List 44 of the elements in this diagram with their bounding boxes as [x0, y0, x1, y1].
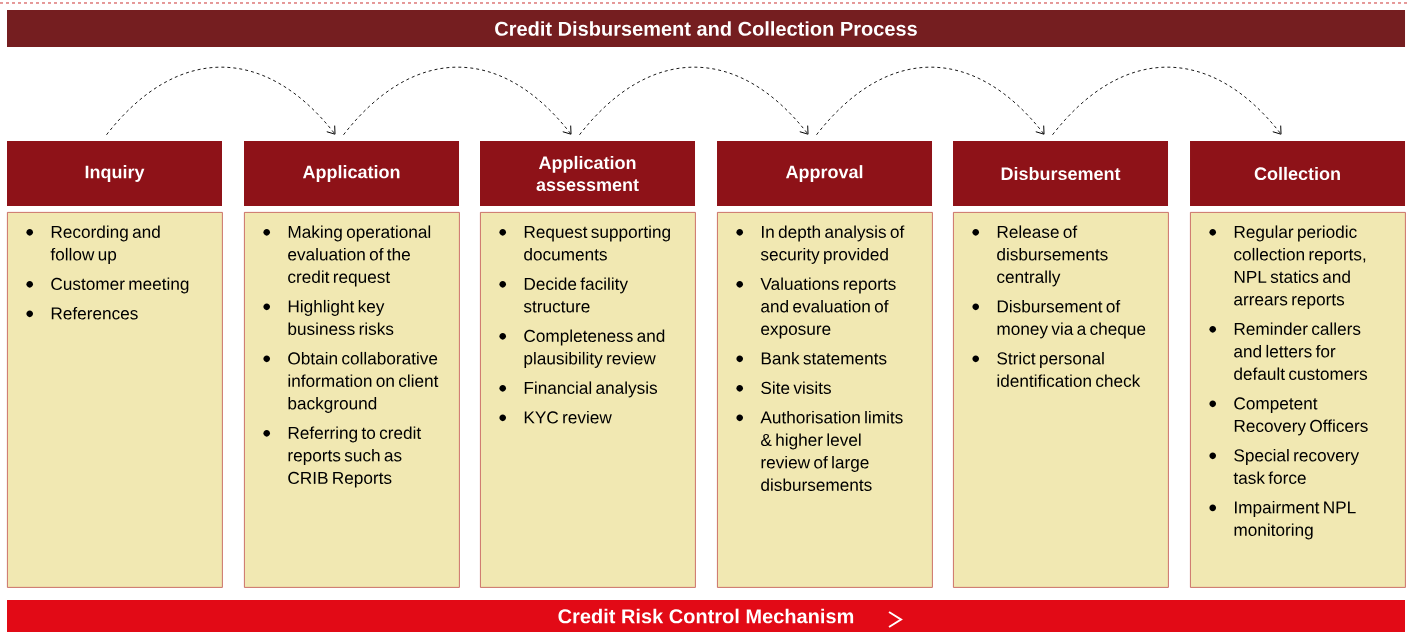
header-box: Approval	[717, 141, 932, 206]
content-box	[244, 212, 460, 588]
bullet-item: Reminder callers and letters for default customers	[1209, 322, 1368, 381]
bullet-item: Completeness and plausibility review	[499, 329, 665, 368]
header-box: Inquiry	[7, 141, 222, 206]
bullet-item: Competent Recovery Officers	[1209, 397, 1368, 436]
title-banner: Credit Disbursement and Collection Process	[7, 10, 1405, 47]
bullet-item: Financial analysis	[499, 381, 658, 398]
curved-arrow	[343, 66, 572, 136]
bullet-item: Valuations reports and evaluation of exposure	[736, 277, 896, 339]
bullet-item: Customer meeting	[26, 277, 189, 294]
bullet-item: Referring to credit reports such as CRIB Reports	[263, 426, 422, 488]
bullet-item: Obtain collaborative information on client background	[263, 351, 439, 413]
bullet-item: Disbursement of money via a cheque	[972, 299, 1146, 339]
bullet-item: Decide facility structure	[499, 277, 628, 313]
curved-arrow	[106, 66, 336, 136]
header-box: Application assessment	[480, 141, 695, 206]
bullet-item: Highlight key business risks	[263, 299, 394, 336]
footer-band: Credit Risk Control Mechanism	[7, 600, 1405, 632]
bullet-item: In depth analysis of security provided	[736, 225, 905, 264]
bullet-item: Impairment NPL monitoring	[1209, 500, 1356, 540]
bullet-item: Regular periodic collection reports, NPL statics and arrears reports	[1209, 225, 1366, 309]
content-box	[7, 212, 223, 588]
bullet-item: Recording and follow up	[26, 225, 160, 264]
bullet-item: Authorisation limits & higher level review of large disbursements	[736, 410, 903, 492]
bullet-item: KYC review	[499, 410, 612, 424]
header-box: Application	[244, 141, 459, 206]
content-box	[953, 212, 1169, 588]
bullet-item: Making operational evaluation of the credit request	[263, 225, 431, 287]
header-box: Collection	[1190, 141, 1405, 206]
curved-arrow	[579, 66, 809, 136]
bullet-item: Strict personal identification check	[972, 351, 1141, 388]
content-box	[717, 212, 933, 588]
content-box	[1190, 212, 1406, 588]
bullet-item: Release of disbursements centrally	[972, 225, 1108, 287]
bullet-item: References	[26, 306, 138, 320]
bullet-item: Request supporting documents	[499, 225, 670, 261]
curved-arrow	[816, 66, 1045, 136]
curved-arrow	[1052, 66, 1282, 136]
header-box: Disbursement	[953, 141, 1168, 206]
bullet-item: Site visits	[736, 381, 831, 395]
bullet-item: Special recovery task force	[1209, 448, 1360, 485]
content-box	[480, 212, 696, 588]
bullet-item: Bank statements	[736, 351, 887, 365]
